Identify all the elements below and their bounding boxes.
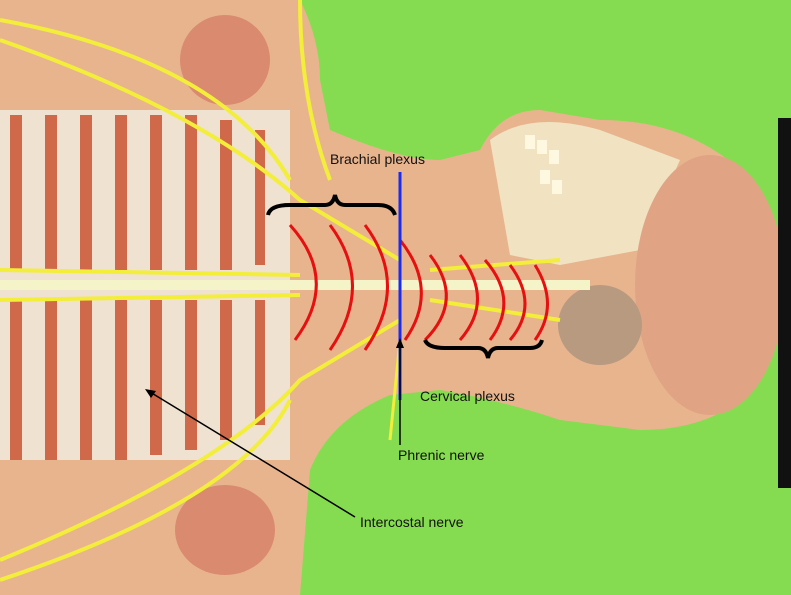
label-phrenic-nerve: Phrenic nerve <box>398 447 485 463</box>
shoulder-top <box>180 15 270 105</box>
shoulder-bottom <box>175 485 275 575</box>
intercostal-pointer <box>149 391 356 518</box>
cervical-brace <box>423 339 544 359</box>
brachial-brace <box>266 194 397 216</box>
cerebellum <box>558 285 642 365</box>
label-brachial-plexus: Brachial plexus <box>330 151 425 167</box>
nerves <box>0 0 590 582</box>
skull <box>490 122 680 265</box>
ribs <box>10 115 265 460</box>
label-cervical-plexus: Cervical plexus <box>420 388 515 404</box>
plexus-markers <box>288 223 549 351</box>
label-intercostal-nerve: Intercostal nerve <box>360 514 464 530</box>
teeth <box>525 135 562 194</box>
model-label-strip <box>778 118 791 488</box>
brain <box>635 155 785 415</box>
